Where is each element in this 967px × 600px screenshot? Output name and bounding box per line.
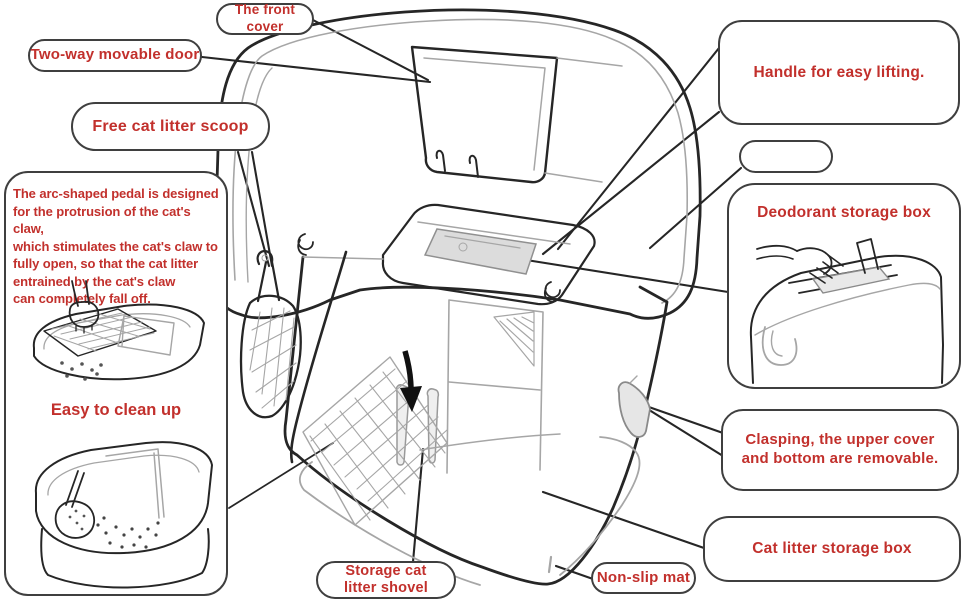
leader-free-scoop-b — [250, 150, 274, 268]
front-cover-label: The front cover — [234, 2, 296, 34]
label-handle-bubble: Handle for easy lifting. — [718, 20, 960, 125]
cleaning-tray-illustration — [34, 441, 213, 589]
clasp-drawing — [617, 375, 651, 438]
leader-litter-storage — [541, 490, 706, 550]
leader-pedal-panel — [228, 442, 334, 509]
storage-shovel-label: Storage cat litter shovel — [344, 563, 428, 596]
label-storage-shovel-bubble: Storage cat litter shovel — [316, 561, 456, 599]
label-deodorant-bubble: Deodorant storage box — [727, 183, 961, 389]
scoop-drawing — [239, 249, 302, 419]
leader-free-scoop — [236, 150, 271, 268]
leader-two-way-door — [200, 55, 432, 84]
deodorant-tray — [423, 228, 537, 275]
deodorant-box-drawing — [749, 238, 944, 384]
clasping-label: Clasping, the upper cover and bottom are… — [741, 431, 939, 467]
pedal-info-panel: The arc-shaped pedal is designed for the… — [4, 171, 228, 596]
label-non-slip-bubble: Non-slip mat — [591, 562, 696, 594]
easy-clean-label: Easy to clean up — [50, 401, 182, 419]
leader-handle-b — [541, 110, 721, 256]
free-scoop-label: Free cat litter scoop — [92, 117, 249, 135]
leader-clasping-a — [644, 404, 725, 435]
hand-drawing — [756, 244, 844, 284]
litter-dots — [96, 516, 160, 549]
down-arrow-icon — [400, 350, 422, 412]
label-clasping-bubble: Clasping, the upper cover and bottom are… — [721, 409, 959, 491]
pedal-note-text: The arc-shaped pedal is designed for the… — [13, 186, 219, 306]
mesh-pedal-drawing — [302, 311, 535, 526]
label-two-way-door-bubble: Two-way movable door — [28, 39, 202, 72]
leader-handle-a — [556, 46, 721, 251]
label-litter-storage-bubble: Cat litter storage box — [703, 516, 961, 582]
deodorant-label: Deodorant storage box — [757, 204, 931, 221]
leader-front-cover — [311, 18, 430, 82]
two-way-door-label: Two-way movable door — [30, 46, 200, 64]
leader-clasping-b — [644, 406, 725, 458]
handle-label: Handle for easy lifting. — [753, 63, 925, 81]
leader-empty-callout — [648, 166, 743, 250]
leader-non-slip — [554, 564, 595, 581]
non-slip-label: Non-slip mat — [596, 568, 691, 586]
leader-storage-shovel — [411, 447, 425, 564]
empty-callout-bubble — [739, 140, 833, 173]
leader-lines — [200, 18, 743, 581]
litter-storage-label: Cat litter storage box — [752, 540, 912, 558]
label-free-scoop-bubble: Free cat litter scoop — [71, 102, 270, 151]
label-front-cover-bubble: The front cover — [216, 2, 314, 35]
box-body-drawing — [283, 203, 669, 586]
